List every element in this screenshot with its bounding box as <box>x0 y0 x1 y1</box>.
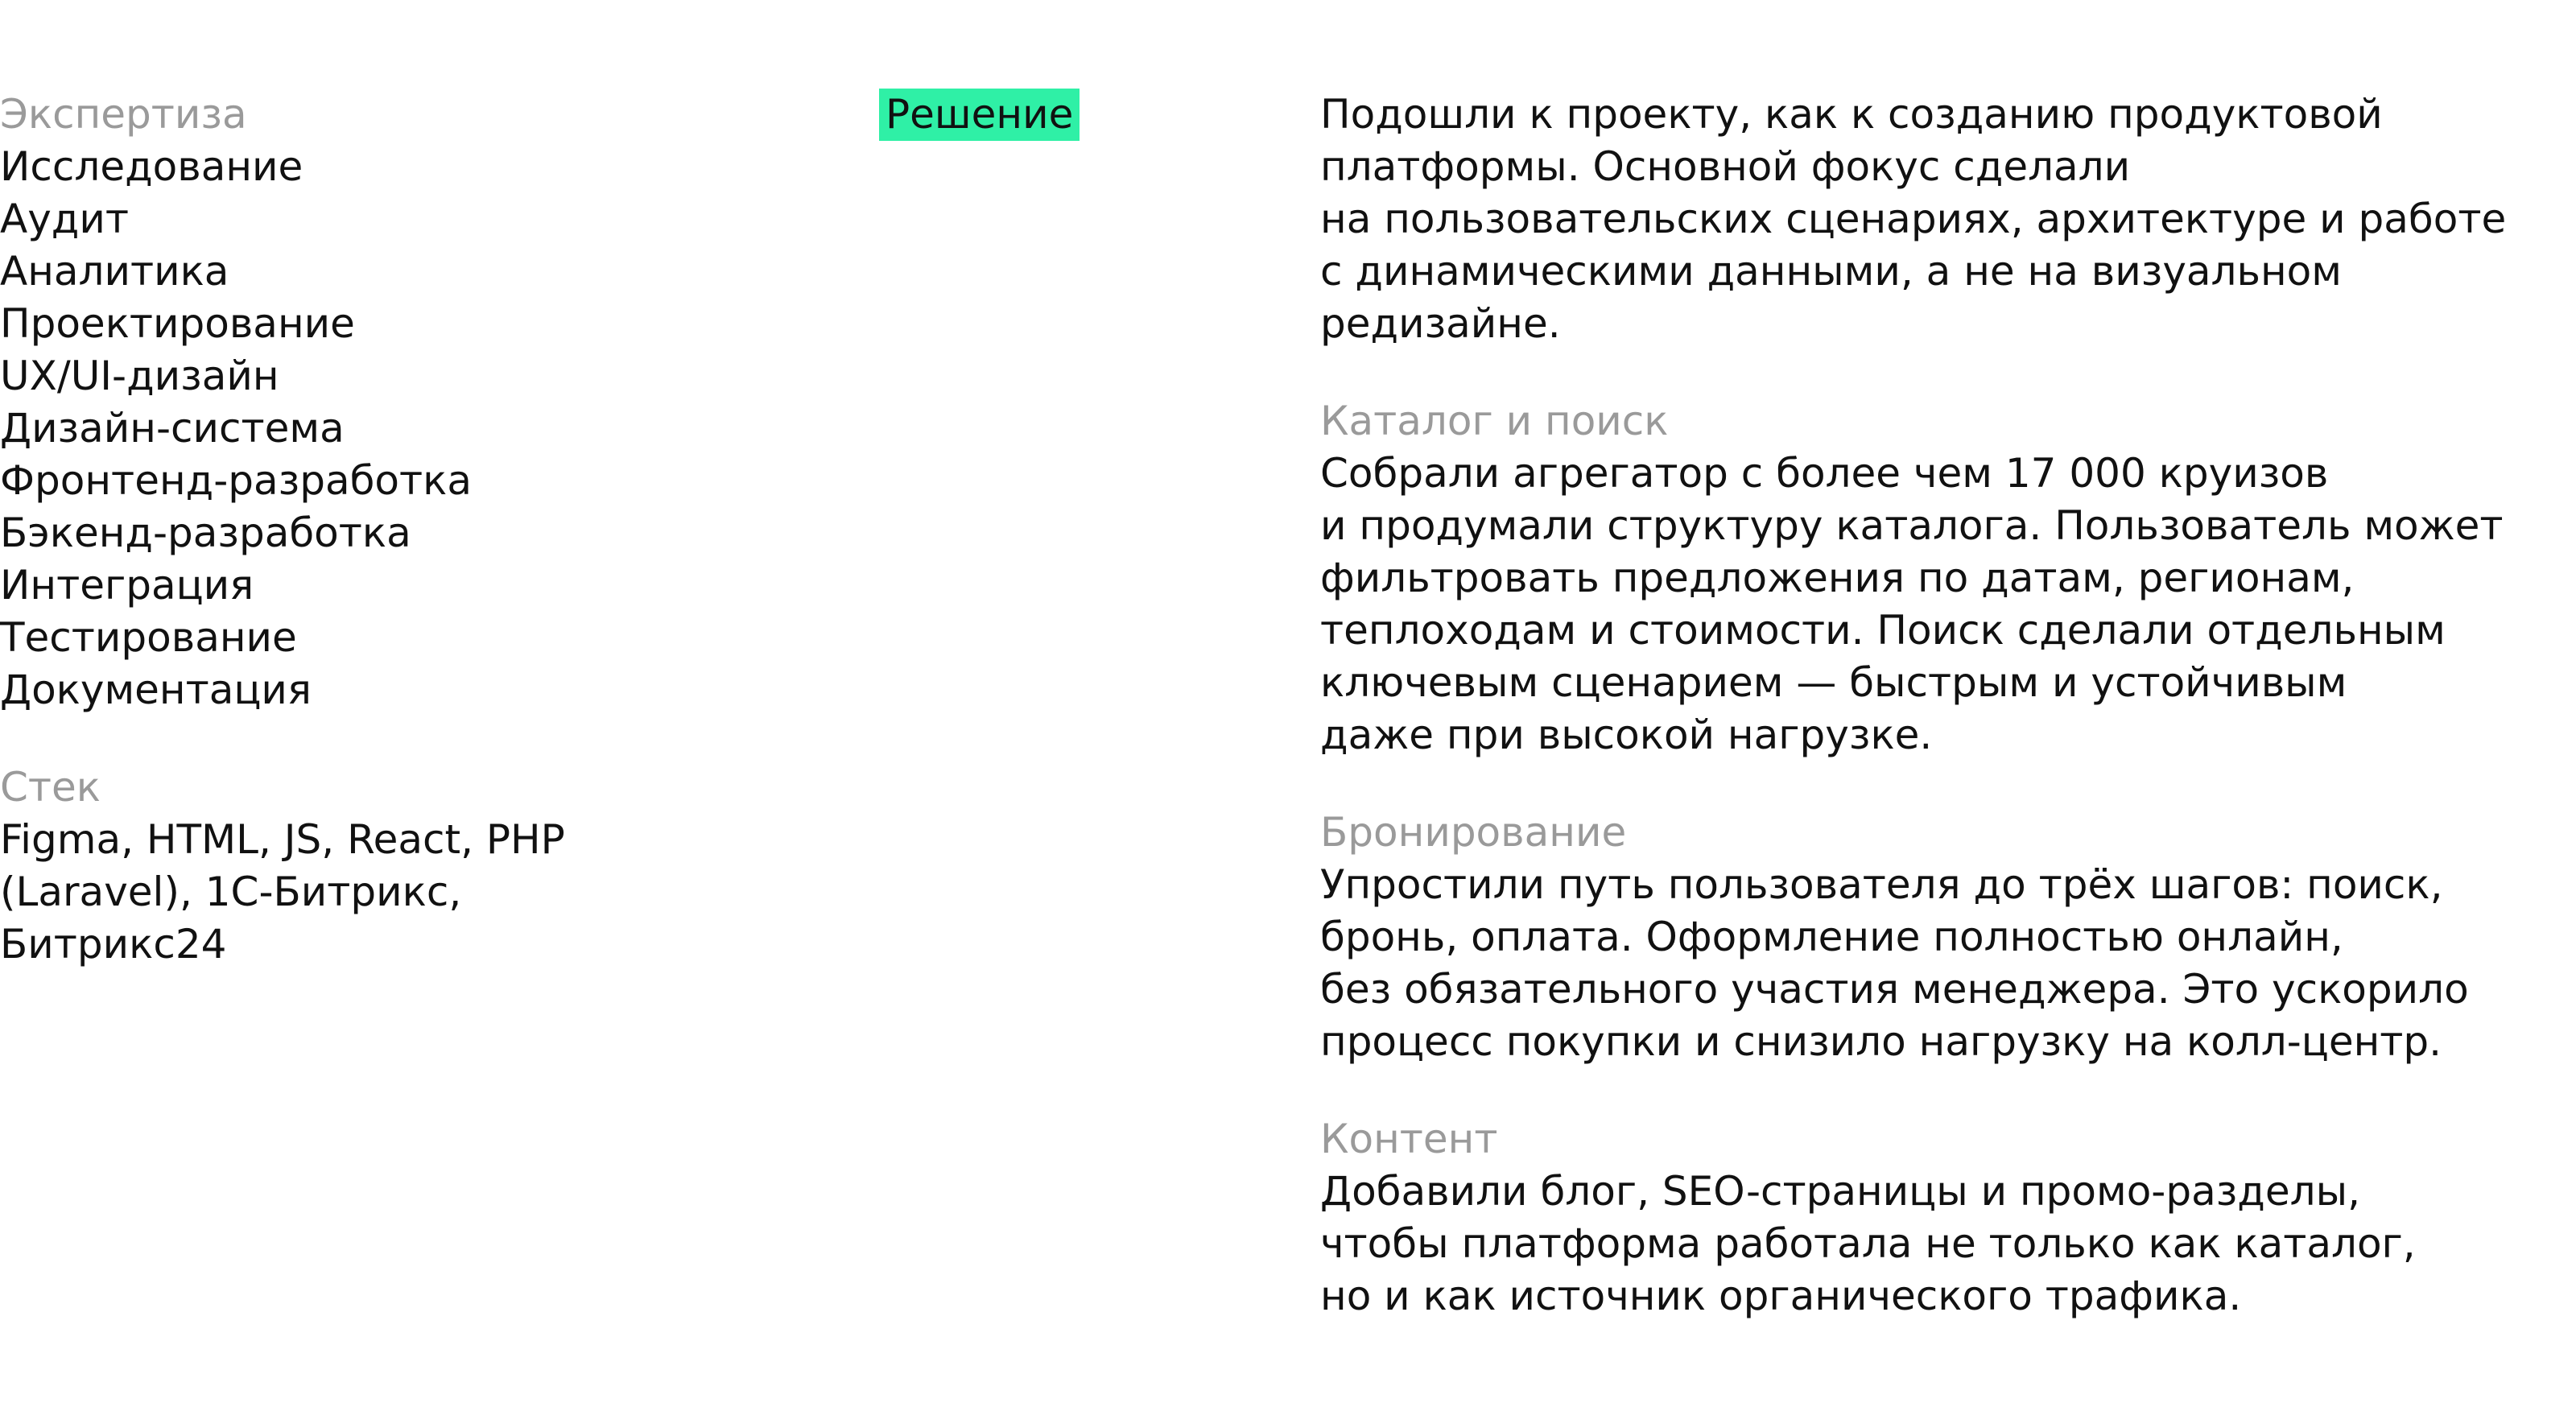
solution-intro-line: на пользовательских сценариях, архитекту… <box>1320 196 2507 242</box>
catalog-line: фильтровать предложения по датам, регион… <box>1320 555 2355 601</box>
booking-label: Бронирование <box>1320 809 1627 856</box>
stack-line: Битрикс24 <box>0 921 227 968</box>
expertise-item-backend: Бэкенд-разработка <box>0 510 411 556</box>
expertise-item-frontend: Фронтенд-разработка <box>0 457 472 504</box>
left-column: Экспертиза Исследование Аудит Аналитика … <box>0 89 805 971</box>
expertise-item-ux-ui: UX/UI-дизайн <box>0 353 279 399</box>
booking-line: без обязательного участия менеджера. Это… <box>1320 966 2469 1013</box>
solution-intro-line: Подошли к проекту, как к созданию продук… <box>1320 91 2383 138</box>
expertise-list: Исследование Аудит Аналитика Проектирова… <box>0 141 805 716</box>
catalog-line: теплоходам и стоимости. Поиск сделали от… <box>1320 607 2446 654</box>
booking-line: бронь, оплата. Оформление полностью онла… <box>1320 914 2343 960</box>
stack-label: Стек <box>0 764 101 811</box>
stack-line: Figma, HTML, JS, React, PHP <box>0 816 565 863</box>
solution-intro-line: платформы. Основной фокус сделали <box>1320 143 2131 190</box>
content-line: чтобы платформа работала не только как к… <box>1320 1220 2416 1267</box>
catalog-line: Собрали агрегатор с более чем 17 000 кру… <box>1320 450 2329 497</box>
content-line: но и как источник органического трафика. <box>1320 1273 2242 1319</box>
solution-intro-line: редизайне. <box>1320 300 1561 347</box>
expertise-item-analytics: Аналитика <box>0 248 229 295</box>
content-text: Добавили блог, SEO-страницы и промо-разд… <box>1320 1166 2560 1323</box>
solution-intro: Подошли к проекту, как к созданию продук… <box>1320 89 2560 350</box>
booking-line: Упростили путь пользователя до трёх шаго… <box>1320 861 2443 908</box>
booking-line: процесс покупки и снизило нагрузку на ко… <box>1320 1018 2442 1065</box>
stack-text: Figma, HTML, JS, React, PHP (Laravel), 1… <box>0 814 805 971</box>
expertise-item-audit: Аудит <box>0 196 129 242</box>
expertise-item-testing: Тестирование <box>0 614 297 661</box>
expertise-item-design-planning: Проектирование <box>0 300 355 347</box>
section-tag-wrapper: Решение <box>879 89 1080 141</box>
section-tag: Решение <box>879 89 1080 141</box>
solution-column: Подошли к проекту, как к созданию продук… <box>1320 89 2560 1323</box>
expertise-item-design-system: Дизайн-система <box>0 405 345 452</box>
catalog-line: ключевым сценарием — быстрым и устойчивы… <box>1320 659 2347 706</box>
stack-line: (Laravel), 1С-Битрикс, <box>0 869 462 915</box>
solution-intro-line: с динамическими данными, а не на визуаль… <box>1320 248 2342 295</box>
content-label: Контент <box>1320 1116 1498 1162</box>
expertise-item-documentation: Документация <box>0 666 312 713</box>
expertise-item-research: Исследование <box>0 143 303 190</box>
expertise-item-integration: Интеграция <box>0 562 254 609</box>
expertise-label: Экспертиза <box>0 91 247 138</box>
catalog-text: Собрали агрегатор с более чем 17 000 кру… <box>1320 448 2560 761</box>
catalog-line: даже при высокой нагрузке. <box>1320 712 1933 758</box>
catalog-line: и продумали структуру каталога. Пользова… <box>1320 502 2504 549</box>
booking-text: Упростили путь пользователя до трёх шаго… <box>1320 859 2560 1068</box>
content-line: Добавили блог, SEO-страницы и промо-разд… <box>1320 1168 2360 1215</box>
catalog-label: Каталог и поиск <box>1320 398 1669 444</box>
